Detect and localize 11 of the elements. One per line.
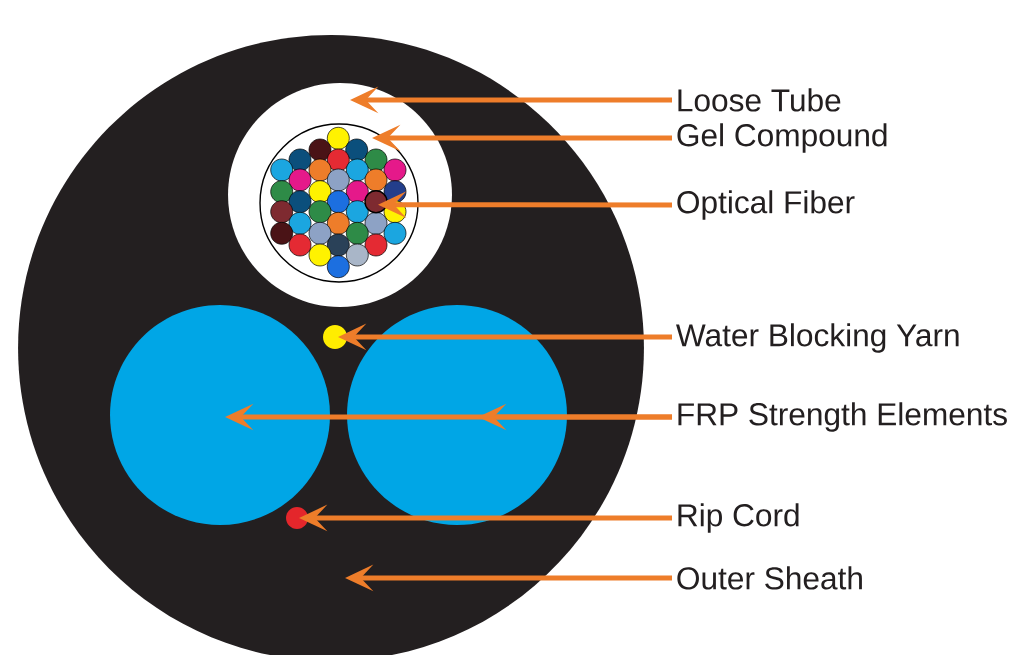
callout-label: Optical Fiber [677, 190, 855, 220]
callout-label: Water Blocking Yarn [676, 323, 959, 353]
callout-label: Gel Compound [677, 123, 887, 153]
strength-rod-circle [110, 305, 330, 525]
callout-label: Loose Tube [678, 88, 841, 112]
callout-label: Rip Cord [678, 503, 799, 533]
callout-label: FRP Strength Elements [678, 402, 1007, 432]
strength-rod-circle [347, 305, 567, 525]
callout-label: Outer Sheath [677, 566, 862, 590]
fiber-circle [364, 190, 388, 214]
yarn-dot [323, 325, 347, 349]
